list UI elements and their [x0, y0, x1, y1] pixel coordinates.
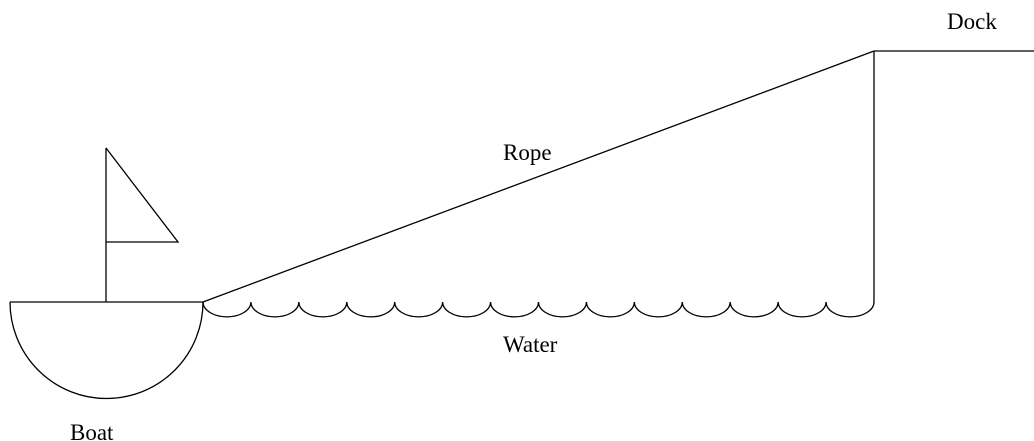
- rope-line: [202, 50, 875, 303]
- water-label: Water: [503, 332, 558, 357]
- boat-label: Boat: [70, 420, 114, 441]
- water-waves: [202, 301, 875, 318]
- boat-hull: [9, 301, 204, 400]
- rope-label: Rope: [503, 140, 552, 165]
- dock-label: Dock: [947, 9, 997, 34]
- boat-sail: [105, 147, 180, 243]
